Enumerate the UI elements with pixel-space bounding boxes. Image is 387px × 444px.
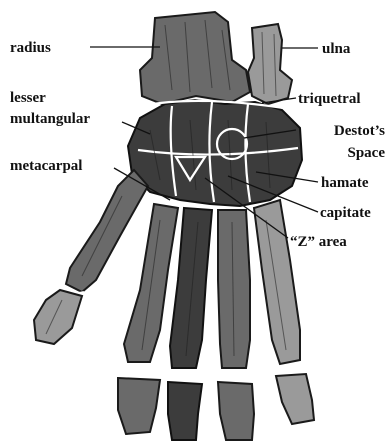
carpal-bones (128, 100, 302, 206)
label-z-area: “Z” area (290, 234, 347, 250)
label-space: Space (348, 145, 386, 161)
radius-bone (140, 12, 250, 104)
label-triquetral: triquetral (298, 91, 360, 107)
label-multangular: multangular (10, 111, 90, 127)
label-ulna: ulna (322, 41, 351, 57)
label-hamate: hamate (321, 175, 369, 191)
label-radius: radius (10, 40, 51, 56)
metacarpal-bones (124, 200, 300, 368)
label-lesser: lesser (10, 90, 46, 106)
ulna-bone (248, 24, 292, 104)
label-capitate: capitate (320, 205, 371, 221)
label-destots: Destot’s (334, 123, 385, 139)
label-metacarpal: metacarpal (10, 158, 82, 174)
phalanges (118, 370, 314, 440)
